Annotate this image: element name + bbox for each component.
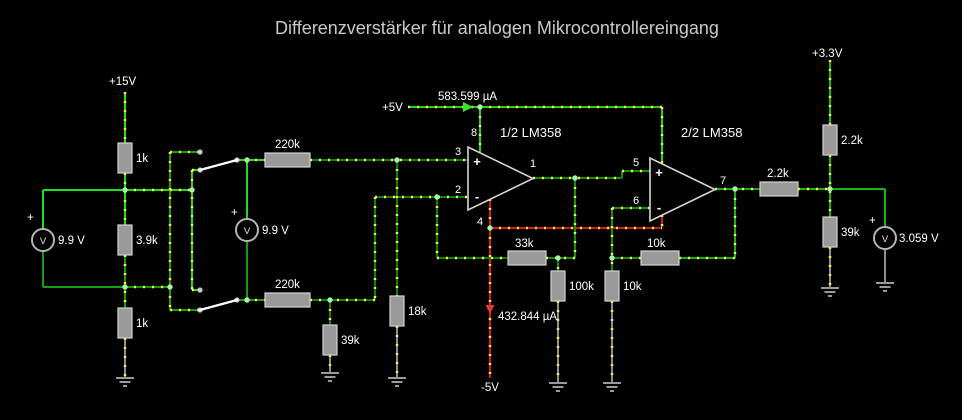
opamp-minus-input-sign: - bbox=[657, 200, 661, 215]
resistor-33k[interactable]: 33k bbox=[507, 238, 547, 266]
resistor-1k-top[interactable]: 1k bbox=[117, 142, 148, 174]
opamp-1[interactable]: + - 1/2 LM358 8 3 2 1 4 bbox=[455, 125, 561, 228]
opamp-2[interactable]: + - 2/2 LM358 5 6 7 bbox=[633, 125, 742, 223]
opamp-minus-input-sign: - bbox=[475, 189, 479, 204]
voltmeter-reading: 3.059 V bbox=[899, 233, 939, 245]
supply-15v[interactable]: +15V bbox=[109, 76, 137, 88]
resistor-18k[interactable]: 18k bbox=[389, 295, 427, 327]
supply-label: -5V bbox=[481, 382, 499, 394]
pin-number-vcc: 8 bbox=[471, 127, 477, 139]
voltmeter-reading: 9.9 V bbox=[262, 225, 289, 237]
current-arrow-right bbox=[463, 102, 473, 112]
resistor-value: 1k bbox=[136, 153, 148, 165]
supply-neg5v[interactable]: -5V bbox=[481, 382, 499, 394]
resistor-100k[interactable]: 100k bbox=[550, 270, 594, 302]
resistor-value: 220k bbox=[275, 279, 300, 291]
ground-symbols[interactable] bbox=[116, 282, 894, 392]
resistor-value: 220k bbox=[275, 139, 300, 151]
pin-number-out: 7 bbox=[720, 175, 726, 187]
voltmeter-symbol: V bbox=[882, 234, 889, 245]
current-value: 583.599 µA bbox=[438, 91, 497, 103]
voltmeter-plus-sign: + bbox=[869, 215, 876, 227]
circuit-title: Differenzverstärker für analogen Mikroco… bbox=[275, 18, 719, 38]
opamp-plus-input-sign: + bbox=[473, 154, 481, 169]
supply-label: +3.3V bbox=[812, 48, 843, 60]
voltmeter-plus-sign: + bbox=[27, 212, 34, 224]
resistor-10k-feedback[interactable]: 10k bbox=[640, 238, 680, 266]
voltmeter-input[interactable]: V + 9.9 V bbox=[27, 212, 85, 252]
current-value: 432.844 µA bbox=[498, 311, 557, 323]
ground-10k bbox=[603, 382, 621, 392]
opamp-label: 2/2 LM358 bbox=[681, 125, 742, 140]
wires-positive bbox=[42, 60, 886, 325]
resistor-10k-ground[interactable]: 10k bbox=[604, 270, 642, 302]
resistor-2k2-output[interactable]: 2.2k bbox=[759, 168, 799, 197]
junction-dots bbox=[122, 104, 833, 303]
voltmeter-diff[interactable]: V + 9.9 V bbox=[231, 207, 289, 242]
supply-3v3[interactable]: +3.3V bbox=[812, 48, 843, 60]
opamp-plus-input-sign: + bbox=[655, 165, 663, 180]
supply-label: +5V bbox=[382, 102, 403, 114]
resistor-value: 2.2k bbox=[841, 135, 863, 147]
resistor-220k-top[interactable]: 220k bbox=[264, 139, 311, 168]
voltmeter-symbol: V bbox=[40, 236, 47, 247]
pin-number-out: 1 bbox=[530, 158, 536, 170]
current-readout-bottom: 432.844 µA bbox=[485, 305, 557, 323]
resistor-value: 10k bbox=[647, 238, 666, 250]
pin-number-inn: 6 bbox=[633, 195, 639, 207]
voltmeter-symbol: V bbox=[244, 226, 251, 237]
voltmeter-output[interactable]: V + 3.059 V bbox=[869, 215, 939, 250]
resistor-39k-input[interactable]: 39k bbox=[322, 324, 360, 356]
opamp-label: 1/2 LM358 bbox=[500, 125, 561, 140]
ground-100k bbox=[549, 382, 567, 392]
voltmeter-reading: 9.9 V bbox=[58, 235, 85, 247]
resistor-value: 33k bbox=[515, 238, 534, 250]
ground-39k-output bbox=[821, 287, 839, 297]
resistor-value: 1k bbox=[136, 318, 148, 330]
current-arrow-down bbox=[485, 305, 495, 314]
resistor-value: 10k bbox=[623, 281, 642, 293]
resistor-value: 100k bbox=[569, 281, 594, 293]
supply-label: +15V bbox=[109, 76, 137, 88]
pin-number-vee: 4 bbox=[477, 216, 483, 228]
ground-18k bbox=[388, 377, 406, 387]
resistor-3k9[interactable]: 3.9k bbox=[117, 224, 158, 256]
pin-number-inn: 2 bbox=[455, 184, 461, 196]
resistor-value: 3.9k bbox=[136, 235, 158, 247]
current-dots bbox=[123, 60, 832, 383]
resistor-value: 2.2k bbox=[767, 168, 789, 180]
resistor-2k2-pullup[interactable]: 2.2k bbox=[822, 124, 863, 156]
resistor-220k-bottom[interactable]: 220k bbox=[264, 279, 311, 308]
pin-number-inp: 5 bbox=[633, 157, 639, 169]
pin-number-inp: 3 bbox=[455, 146, 461, 158]
voltmeter-plus-sign: + bbox=[231, 207, 238, 219]
ground-divider bbox=[116, 377, 134, 387]
supply-5v[interactable]: +5V bbox=[382, 102, 403, 114]
resistor-1k-bottom[interactable]: 1k bbox=[117, 307, 148, 339]
ground-39k-input bbox=[321, 372, 339, 382]
current-readout-top: 583.599 µA bbox=[438, 91, 497, 112]
resistor-39k-output[interactable]: 39k bbox=[822, 216, 860, 248]
resistor-value: 39k bbox=[341, 335, 360, 347]
switch-upper[interactable] bbox=[197, 149, 240, 173]
resistor-value: 39k bbox=[841, 227, 860, 239]
ground-voltmeter-output bbox=[876, 282, 894, 292]
resistor-value: 18k bbox=[408, 306, 427, 318]
switch-lower[interactable] bbox=[197, 287, 240, 313]
